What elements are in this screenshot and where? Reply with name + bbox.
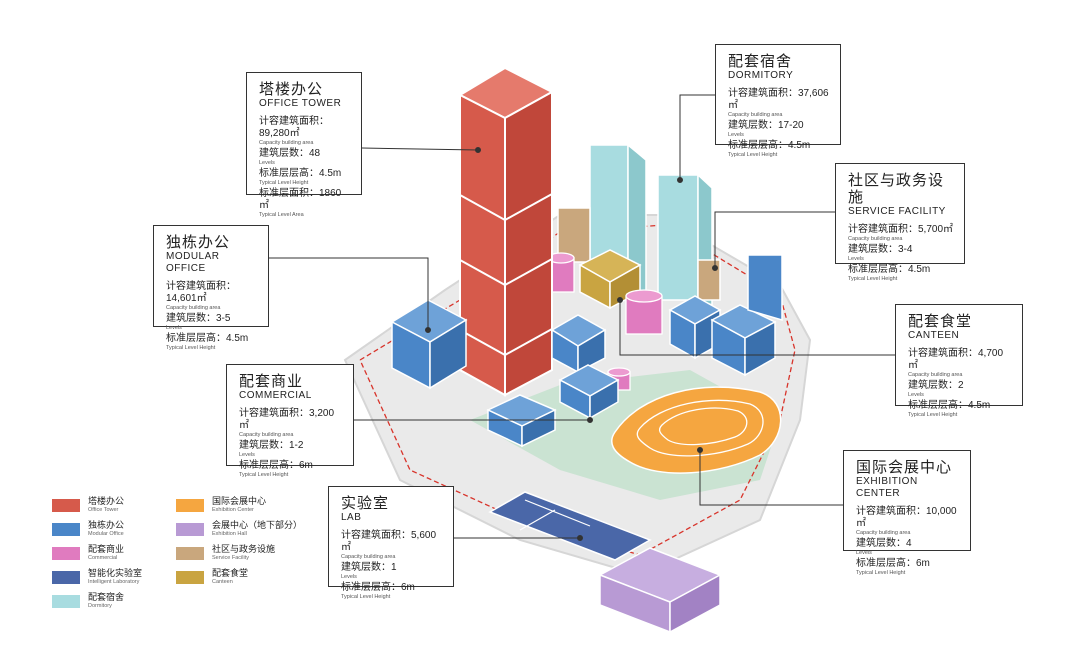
legend-swatch: [176, 499, 204, 512]
legend-swatch: [176, 571, 204, 584]
callout-subtitle: SERVICE FACILITY: [848, 206, 946, 217]
legend-swatch: [52, 571, 80, 584]
callout-title: 独栋办公: [166, 234, 231, 251]
exhibition-center: [611, 386, 782, 474]
legend-swatch: [52, 595, 80, 608]
exhibition-hall-block: [598, 547, 722, 634]
callout-subtitle: CANTEEN: [908, 330, 960, 341]
commercial-cylinders: [547, 252, 663, 391]
callout-subtitle: COMMERCIAL: [239, 390, 312, 401]
canteen-block: [578, 249, 642, 310]
legend-swatch: [52, 547, 80, 560]
legend-swatch: [52, 523, 80, 536]
callout-title: 配套商业: [239, 373, 304, 390]
legend-item: 会展中心（地下部分）Exhibition Hall: [176, 520, 332, 542]
callout-subtitle: DORMITORY: [728, 70, 794, 81]
callout-subtitle: MODULAR OFFICE: [166, 251, 220, 274]
callout-subtitle: LAB: [341, 512, 362, 523]
callout-title: 国际会展中心: [856, 459, 953, 476]
lab-block: [488, 491, 652, 561]
legend-swatch: [52, 499, 80, 512]
leader-lines: [253, 94, 895, 541]
callout-title: 配套宿舍: [728, 53, 793, 70]
callout-title: 社区与政务设施: [848, 172, 945, 206]
callout-subtitle: EXHIBITION CENTER: [856, 476, 918, 499]
legend-swatch: [176, 547, 204, 560]
office-tower: [457, 66, 555, 397]
service-facility-blocks: [557, 207, 721, 301]
callout-subtitle: OFFICE TOWER: [259, 98, 342, 109]
modular-office-blocks: [390, 254, 783, 448]
callout-title: 配套食堂: [908, 313, 973, 330]
callout-title: 实验室: [341, 495, 390, 512]
legend-swatch: [176, 523, 204, 536]
callout-title: 塔楼办公: [259, 81, 324, 98]
